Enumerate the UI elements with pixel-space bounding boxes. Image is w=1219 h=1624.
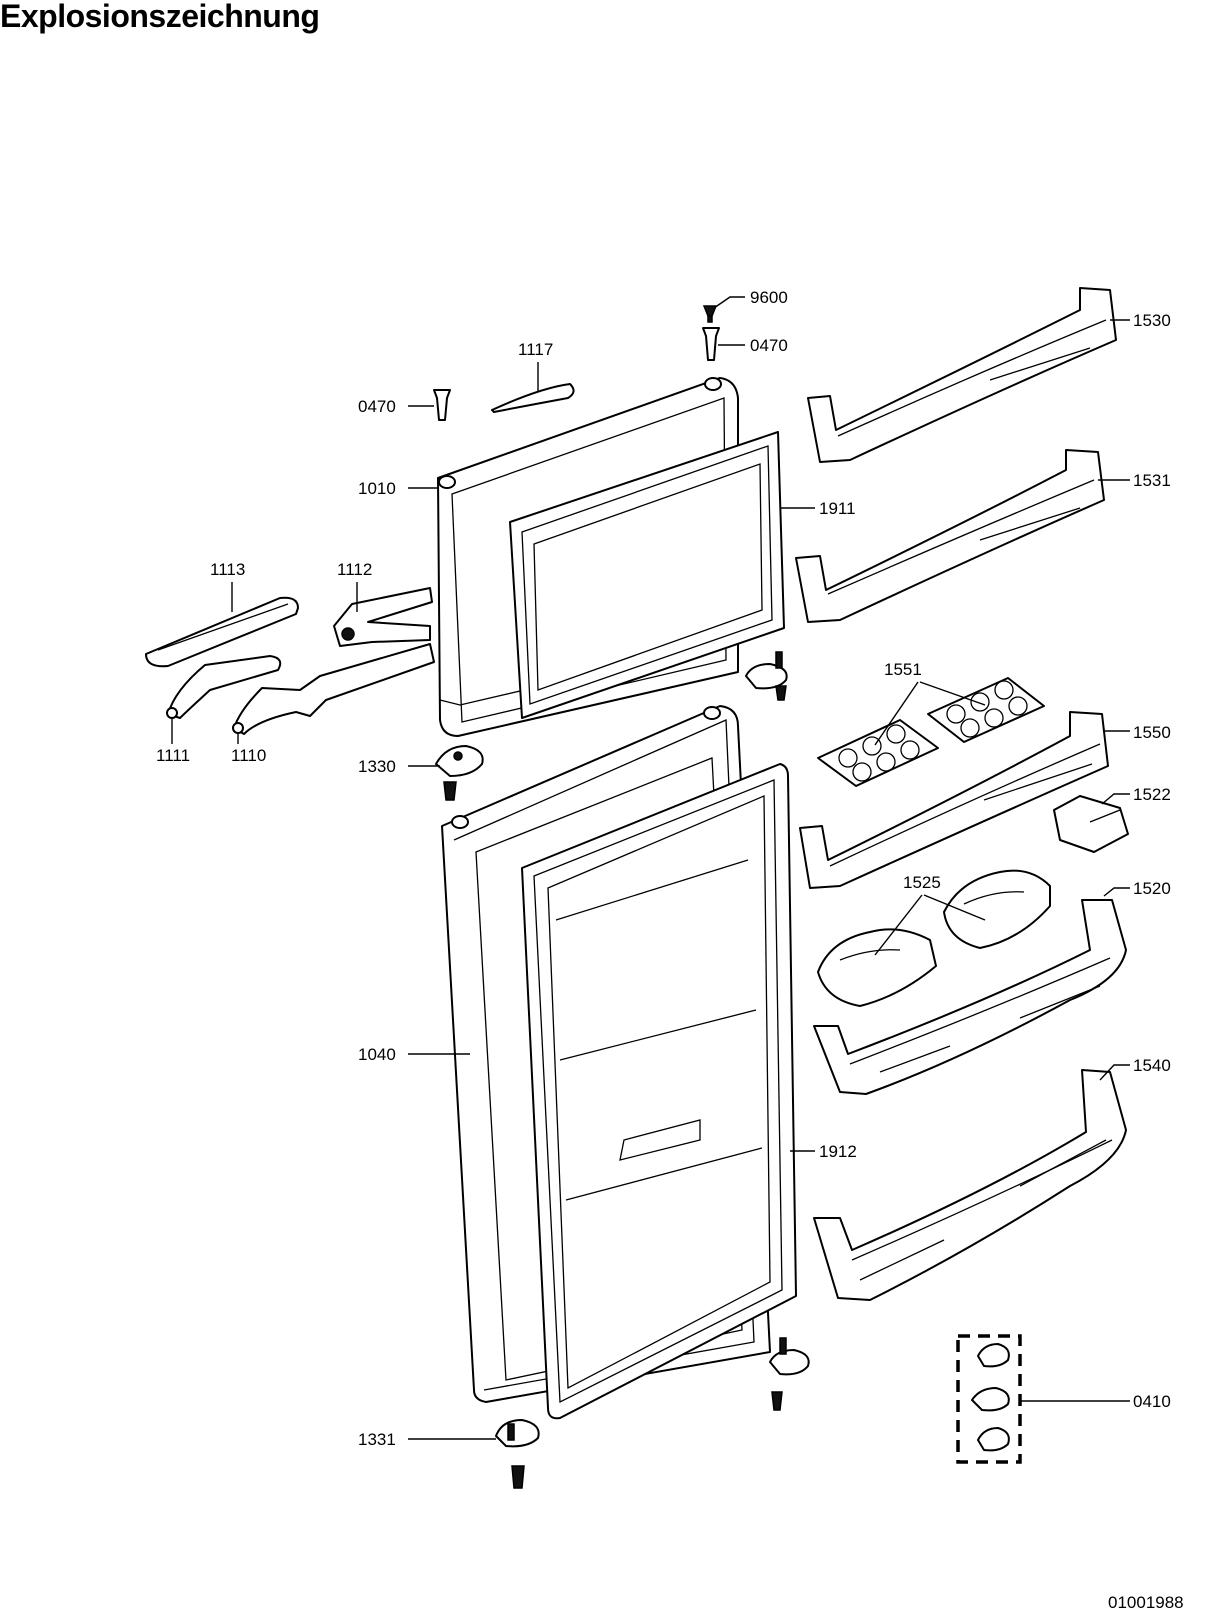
hinge-pin-mid: [745, 651, 788, 701]
label-1522: 1522: [1133, 785, 1171, 804]
door-shelf-1540: [813, 1069, 1127, 1301]
label-1551: 1551: [884, 660, 922, 679]
hinge-1112: [333, 587, 433, 647]
egg-tray-1551-right: [927, 677, 1045, 743]
label-1520: 1520: [1133, 879, 1171, 898]
label-1110: 1110: [231, 746, 266, 765]
hinge-1331: [495, 1419, 540, 1489]
label-1531: 1531: [1133, 471, 1171, 490]
part-labels: 9600 0470 0470 1117 1530 1531 1010 1911 …: [156, 288, 1171, 1449]
label-1331: 1331: [358, 1430, 396, 1449]
label-1530: 1530: [1133, 311, 1171, 330]
label-1550: 1550: [1133, 723, 1171, 742]
hinge-arm-1110: [232, 643, 435, 735]
door-shelf-1530: [807, 287, 1117, 463]
label-1117: 1117: [518, 340, 553, 359]
plug-0470-top: [702, 327, 720, 361]
hinge-kit-0410: [956, 1334, 1022, 1464]
label-0470-left: 0470: [358, 397, 396, 416]
door-shelf-1531: [795, 449, 1105, 623]
label-1112: 1112: [337, 560, 372, 579]
hinge-pin-lower: [769, 1337, 810, 1411]
divider-1522: [1053, 795, 1129, 853]
label-1010: 1010: [358, 479, 396, 498]
document-number: 01001988: [1108, 1593, 1184, 1612]
label-0470-top: 0470: [750, 336, 788, 355]
handle-cover-1113: [145, 596, 299, 668]
label-1113: 1113: [210, 560, 245, 579]
label-1040: 1040: [358, 1045, 396, 1064]
leader-lines: [171, 296, 1130, 1440]
label-1111: 1111: [156, 746, 190, 765]
door-shelf-1520: [813, 899, 1127, 1095]
label-1911: 1911: [819, 499, 856, 518]
label-1540: 1540: [1133, 1056, 1171, 1075]
door-shelf-1550: [799, 711, 1109, 889]
cover-1117: [491, 383, 575, 413]
hinge-1330: [435, 745, 484, 801]
plug-0470-left: [433, 389, 451, 421]
label-9600: 9600: [750, 288, 788, 307]
fridge-gasket-1912: [521, 763, 797, 1420]
egg-tray-1551-left: [817, 719, 939, 787]
label-1525: 1525: [903, 873, 941, 892]
screw-9600: [702, 305, 718, 323]
label-1330: 1330: [358, 757, 396, 776]
page-title: Explosionszeichnung: [0, 0, 320, 34]
bottle-holder-1525: [817, 869, 1051, 1007]
label-1912: 1912: [819, 1142, 857, 1161]
freezer-gasket-1911: [509, 431, 785, 719]
label-0410: 0410: [1133, 1392, 1171, 1411]
